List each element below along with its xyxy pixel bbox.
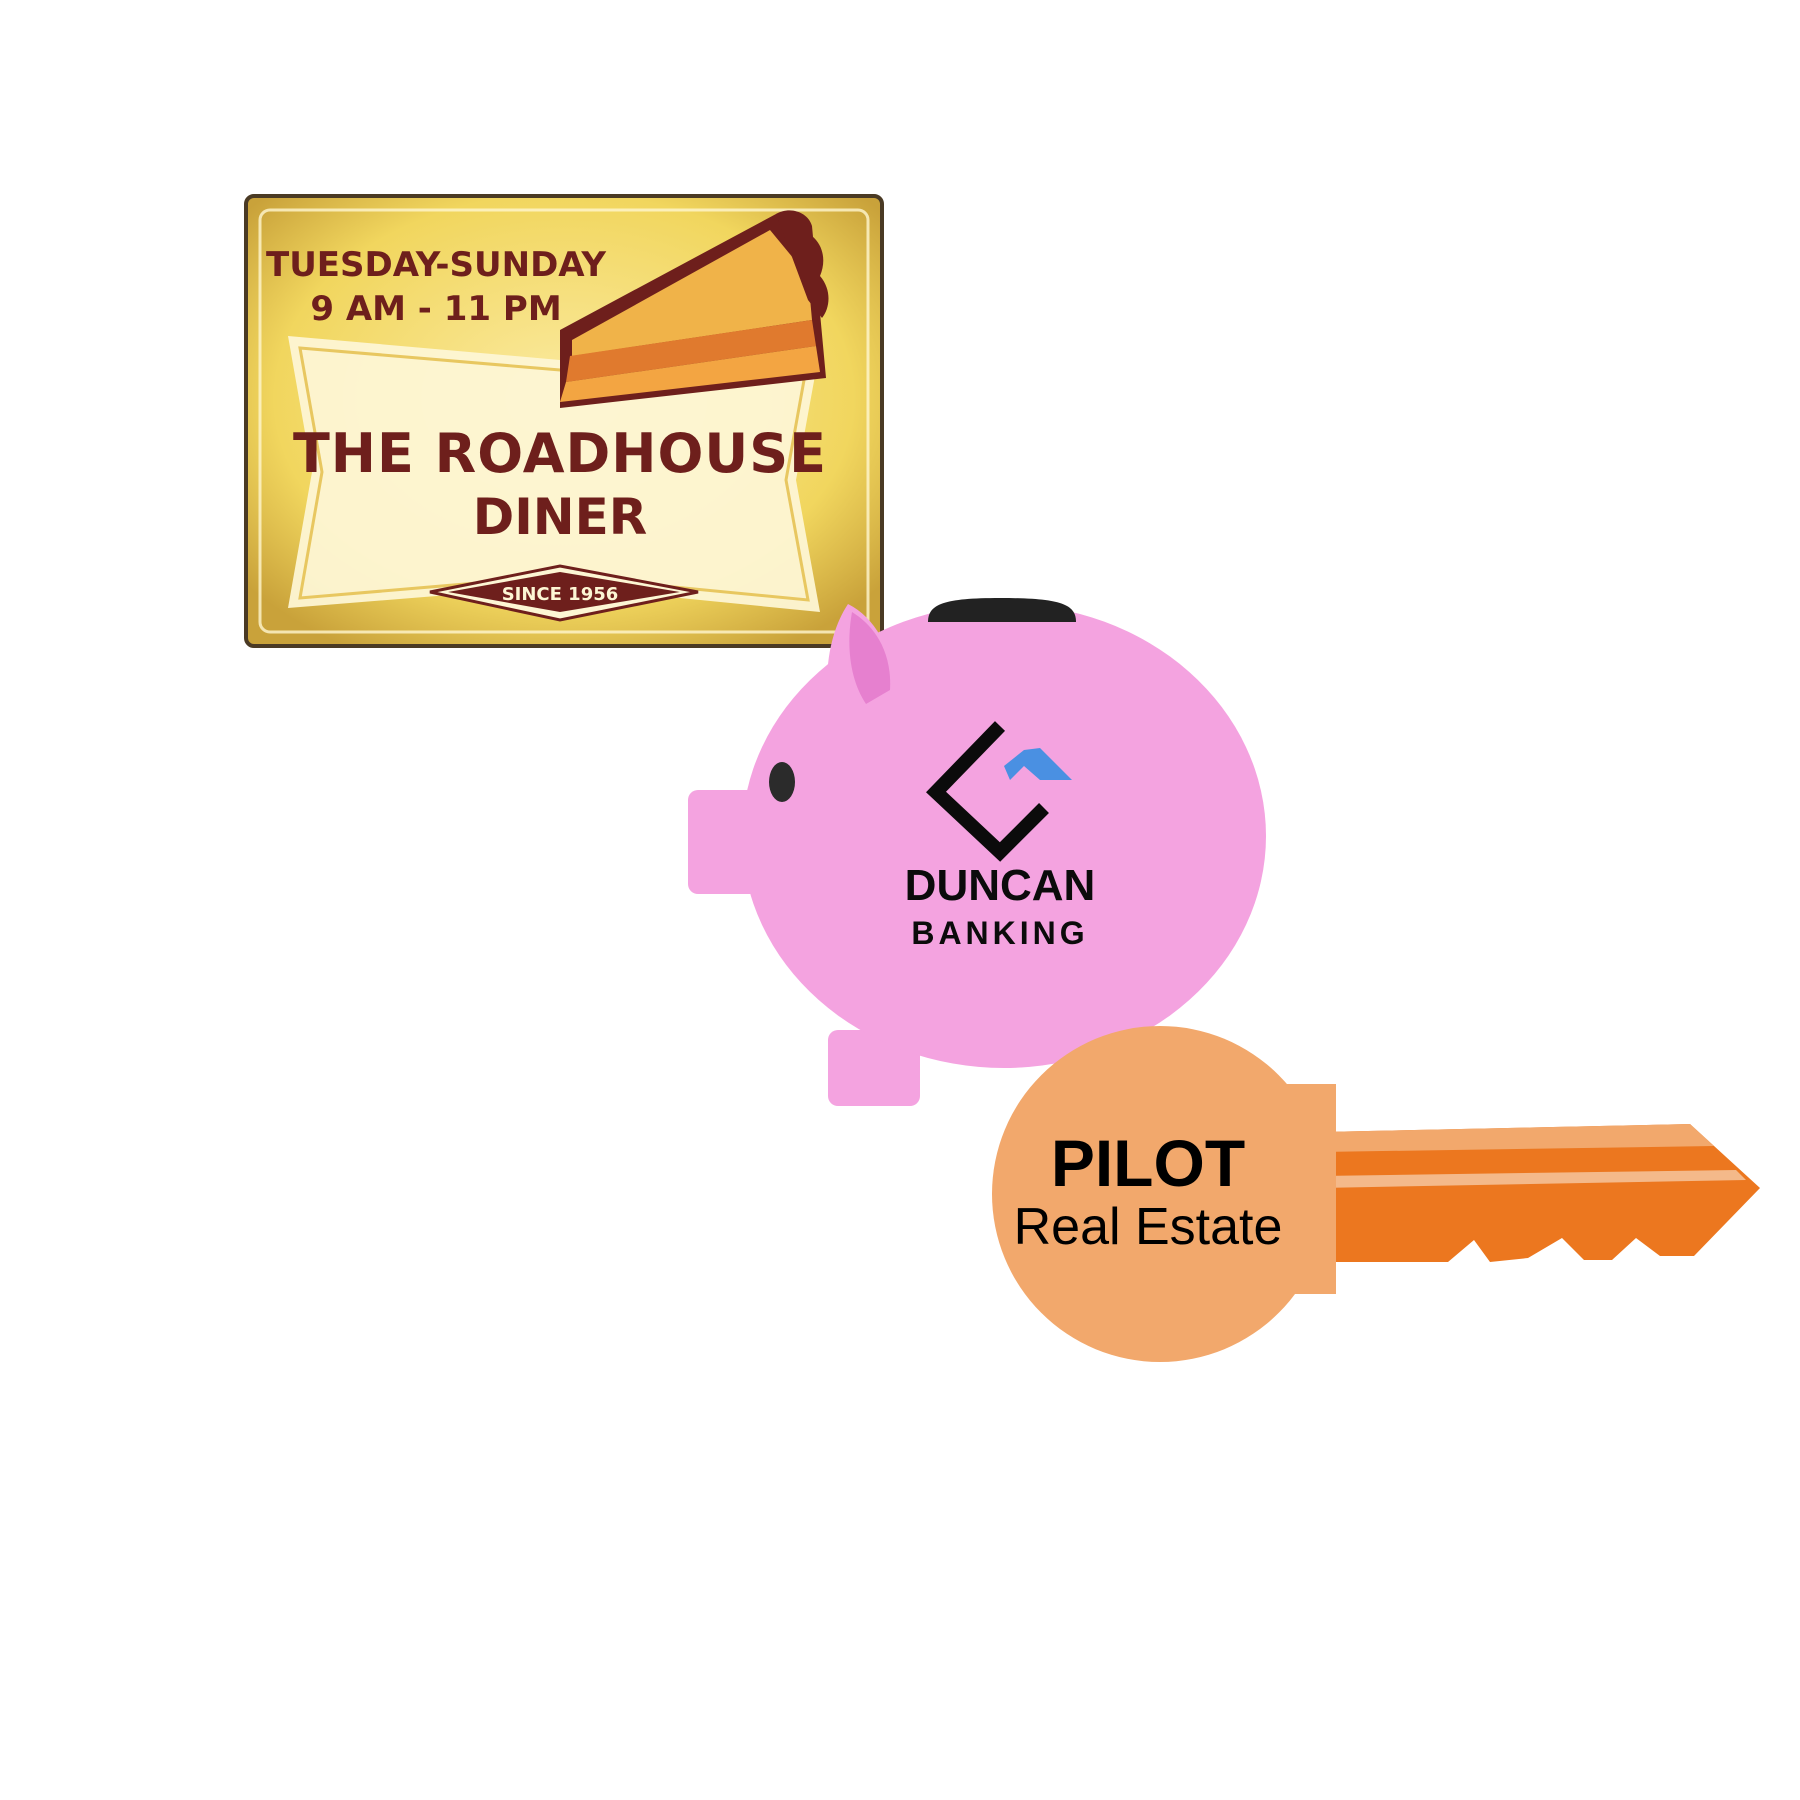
- key-head: [992, 1026, 1328, 1362]
- key-brand-line2: Real Estate: [1014, 1198, 1283, 1256]
- key-brand-line1: PILOT: [1051, 1126, 1245, 1200]
- diner-since: SINCE 1956: [502, 584, 619, 605]
- pig-body: [742, 604, 1266, 1068]
- house-chevron-logo-icon: [926, 721, 1072, 862]
- pig-brand-line2: BANKING: [911, 915, 1088, 951]
- pig-front-leg: [828, 1030, 920, 1106]
- diner-name-line1: THE ROADHOUSE: [293, 422, 827, 485]
- pie-slice-icon: [560, 210, 829, 408]
- pig-snout: [688, 790, 778, 894]
- pig-eye: [769, 762, 795, 802]
- pig-coin-slot: [928, 598, 1076, 622]
- diner-days: TUESDAY-SUNDAY: [266, 245, 606, 285]
- diner-hours: 9 AM - 11 PM: [310, 289, 561, 329]
- key-blade: [1320, 1124, 1760, 1262]
- pig-brand-line1: DUNCAN: [905, 861, 1096, 910]
- diner-sign-banner: [288, 336, 820, 612]
- diner-name-line2: DINER: [473, 488, 648, 546]
